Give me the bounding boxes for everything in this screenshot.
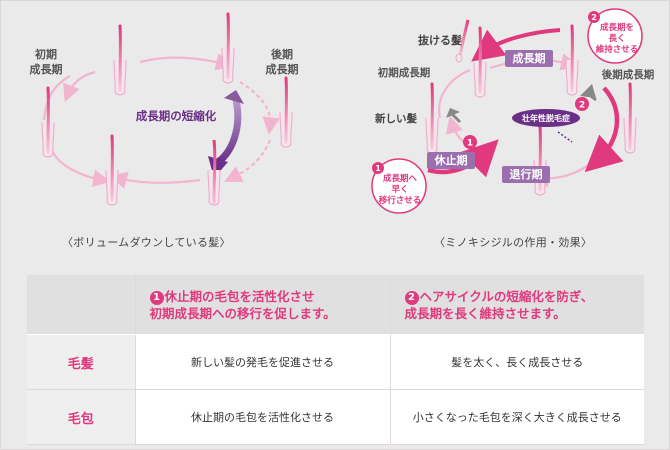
bubble2-line1: 成長期を [600,22,634,33]
row-follicle-col2: 小さくなった毛包を深く大きく成長させる [390,389,644,445]
marker2-badge: 2 [579,101,585,111]
hair-cycle-diagrams: 初期 成長期 後期 成長期 成長期の短縮化 抜ける髪 初期成長期 [30,8,655,214]
bubble2-marker: 2 [591,13,597,22]
left-center-label: 成長期の短縮化 [136,109,217,123]
bubble2-line2: 長く [608,33,625,44]
row-label-hair: 毛髪 [27,334,136,390]
left-hair-cycle: 初期 成長期 後期 成長期 成長期の短縮化 [30,12,299,207]
right-falling-hair: 抜ける髪 [418,33,462,47]
row-follicle-col1: 休止期の毛包を活性化させる [135,389,391,445]
left-stage-early-line2: 成長期 [30,62,63,76]
col1-header-line1: 休止期の毛包を活性化させ [164,288,315,304]
right-early-growth: 初期成長期 [378,66,431,79]
right-new-hair: 新しい髪 [375,112,417,125]
col1-header-line2: 初期成長期への移行を促します。 [149,305,336,321]
bubble1-line1: 成長期へ [383,173,418,184]
marker1-badge: 1 [467,139,473,149]
bubble1-line2: 早く [391,185,408,195]
row-hair-col2: 髪を太く、長く成長させる [390,334,644,390]
col2-number-badge: 2 [404,290,419,305]
col2-header-line1: ヘアサイクルの短縮化を防ぎ、 [419,288,594,304]
table-corner [27,275,136,335]
bubble1-marker: 1 [375,164,381,173]
right-growth-badge: 成長期 [513,51,546,65]
col1-number-badge: 1 [149,290,164,305]
right-caption: 〈ミノキシジルの作用・効果〉 [434,236,593,249]
row-label-follicle: 毛包 [27,389,136,445]
table-row: 毛髪 新しい髪の発毛を促進させる 髪を太く、長く成長させる [27,334,644,390]
table-row: 毛包 休止期の毛包を活性化させる 小さくなった毛包を深く大きく成長させる [27,389,644,445]
col2-header-line2: 成長期を長く維持させます。 [404,305,566,321]
right-hormone-badge: 壮年性脱毛症 [522,113,570,123]
right-hair-cycle: 抜ける髪 初期成長期 後期成長期 新しい髪 成長期 休止期 退行期 壮年性脱毛症… [371,8,655,214]
left-stage-early-line1: 初期 [35,47,57,61]
left-stage-late-line1: 後期 [271,47,293,61]
left-caption: 〈ボリュームダウンしている髪〉 [62,236,231,249]
row-hair-col1: 新しい髪の発毛を促進させる [135,334,391,390]
right-late-growth: 後期成長期 [601,68,655,81]
bubble2-line3: 維持させる [596,44,639,55]
left-stage-late-line2: 成長期 [266,62,299,76]
right-regression-badge: 退行期 [510,167,543,181]
right-resting-badge: 休止期 [434,153,468,167]
bubble1-line3: 移行させる [379,195,422,206]
